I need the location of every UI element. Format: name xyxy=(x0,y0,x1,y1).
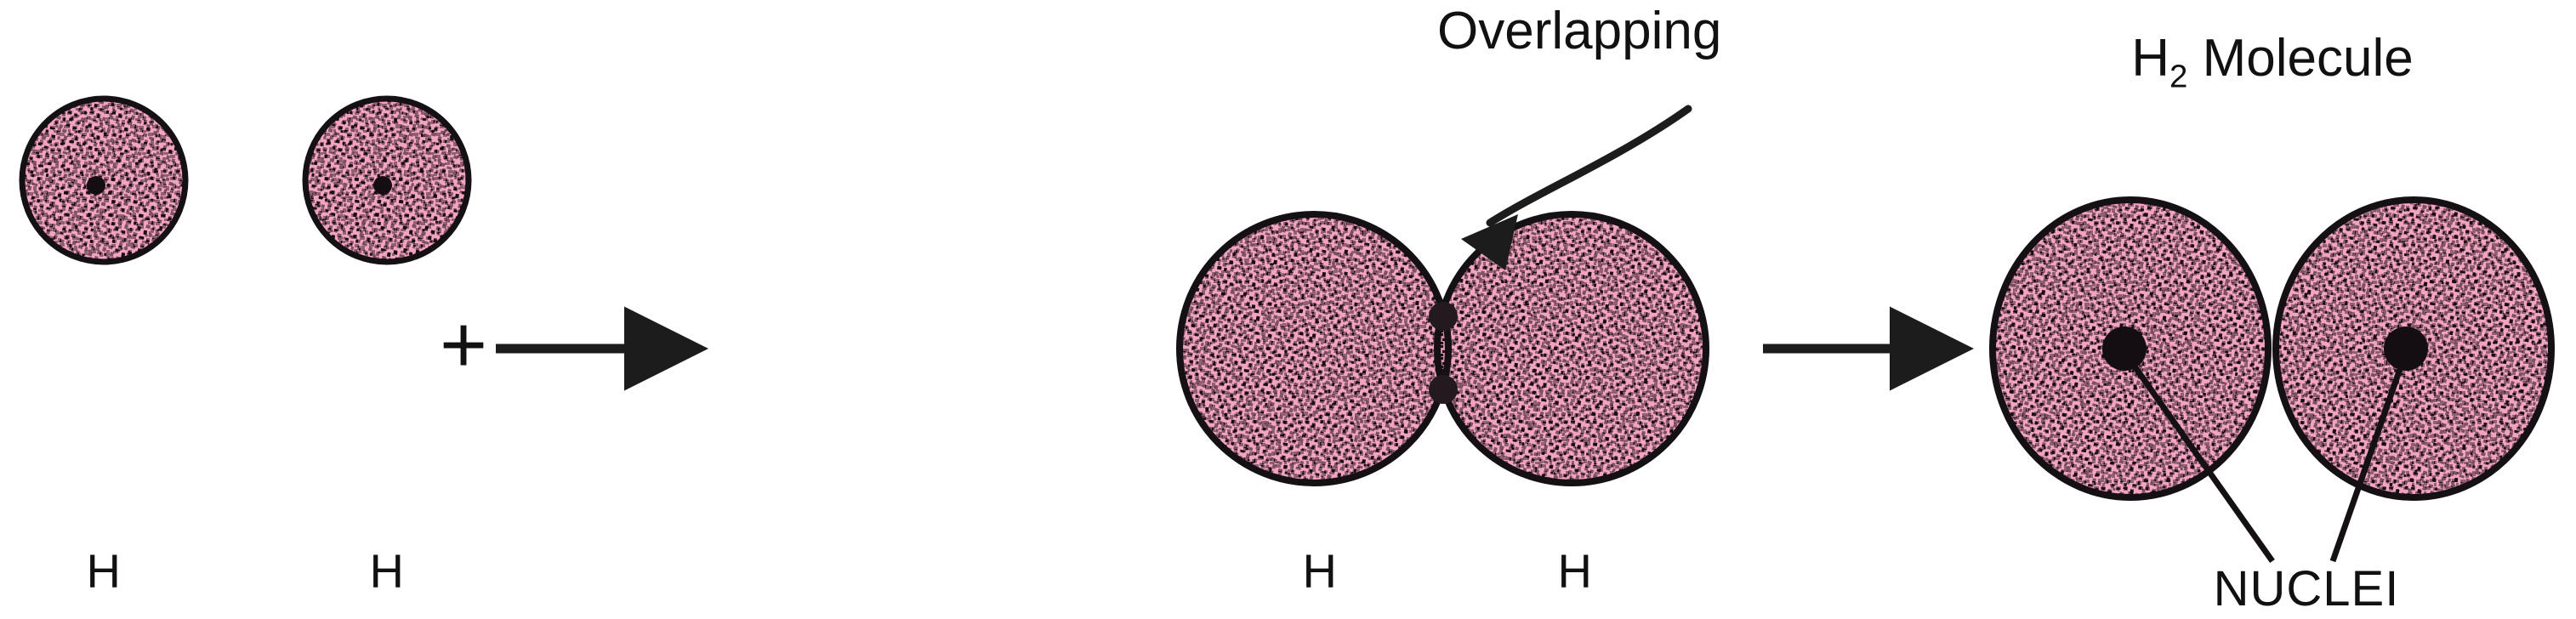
molecule-title-subscript: 2 xyxy=(2169,58,2188,95)
nucleus-leader-line-left xyxy=(2122,349,2275,564)
overlapping-atoms-group xyxy=(1176,211,1709,486)
nucleus-dot xyxy=(1429,375,1458,404)
atom-label-h-1: H xyxy=(86,544,122,598)
h2-molecule-group xyxy=(1989,196,2555,564)
nucleus-dot xyxy=(2384,327,2428,371)
overlap-atom-right xyxy=(1437,214,1706,483)
plus-sign: + xyxy=(439,299,488,390)
nucleus-dot xyxy=(373,176,392,195)
nucleus-dot xyxy=(1429,302,1458,331)
atom-label-h-2: H xyxy=(369,544,405,598)
nuclei-callout-label: NUCLEI xyxy=(2213,561,2400,616)
atom-label-h-overlap-right: H xyxy=(1557,544,1593,598)
overlapping-callout-label: Overlapping xyxy=(1437,2,1722,60)
molecule-title-suffix: Molecule xyxy=(2187,29,2414,88)
atom-label-h-overlap-left: H xyxy=(1302,544,1338,598)
hydrogen-atom-2 xyxy=(302,95,472,265)
nucleus-leader-line-right xyxy=(2329,350,2409,563)
molecule-title: H2 Molecule xyxy=(2131,32,2414,94)
hydrogen-atom-1 xyxy=(19,95,189,265)
molecule-title-element: H xyxy=(2131,29,2170,88)
nucleus-dot xyxy=(87,176,105,195)
nucleus-dot xyxy=(2102,327,2147,371)
overlapping-callout-arrow xyxy=(1461,105,1692,270)
overlap-atom-left xyxy=(1180,214,1448,483)
